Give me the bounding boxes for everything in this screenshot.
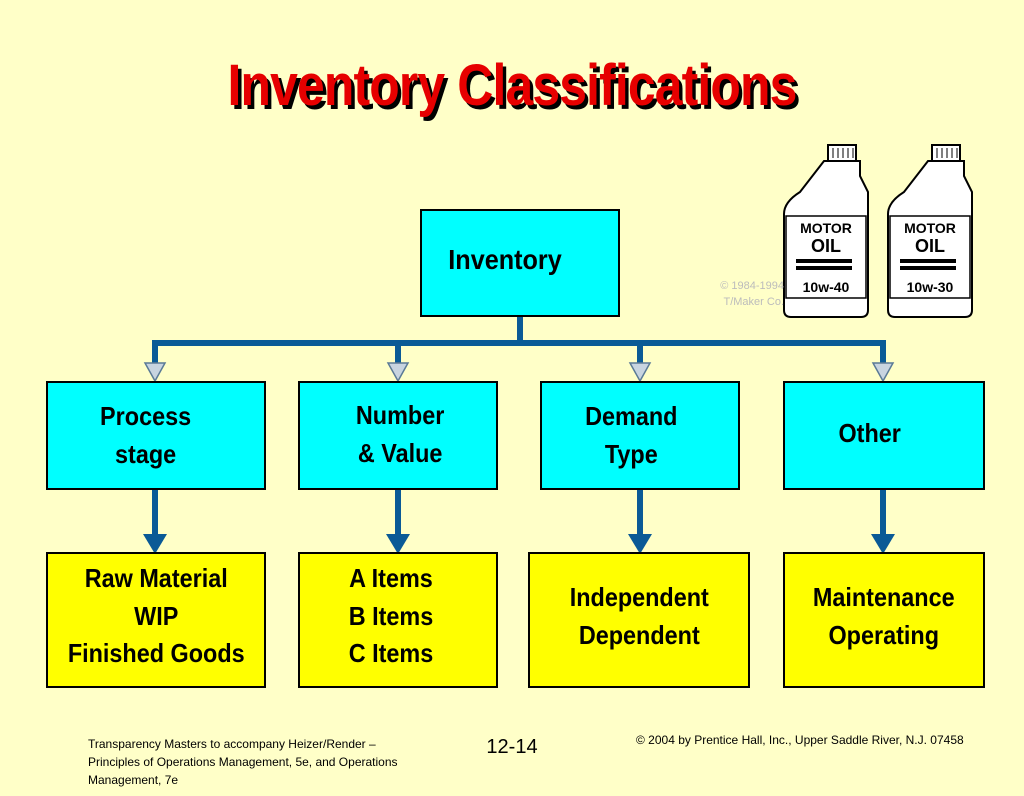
- items-box-demand-type: Independent Dependent: [528, 552, 750, 688]
- category-label: Demand Type: [584, 400, 678, 469]
- category-box-number-value: Number & Value: [298, 381, 498, 490]
- category-box-demand-type: Demand Type: [540, 381, 740, 490]
- footer-source-note: Transparency Masters to accompany Heizer…: [88, 737, 398, 787]
- category-label: Number & Value: [355, 399, 445, 468]
- motor-oil-bottles-clipart: MOTOR OIL 10w-40 MOTOR OIL 10w-30: [783, 144, 973, 318]
- footer-copyright: © 2004 by Prentice Hall, Inc., Upper Sad…: [636, 733, 964, 747]
- items-box-number-value: A Items B Items C Items: [298, 552, 498, 688]
- arrowhead-7: [628, 534, 652, 554]
- category-box-other: Other: [783, 381, 985, 490]
- bottle-text-oil: OIL: [915, 236, 945, 256]
- arrowhead-4: [871, 362, 895, 383]
- motor-oil-bottle-icon: MOTOR OIL 10w-30: [887, 144, 973, 318]
- items-list: Independent Dependent: [569, 582, 709, 650]
- items-list: A Items B Items C Items: [348, 563, 434, 669]
- arrowhead-8: [871, 534, 895, 554]
- bottle-text-motor: MOTOR: [904, 220, 956, 236]
- items-box-other: Maintenance Operating: [783, 552, 985, 688]
- bottle-text-grade: 10w-40: [803, 279, 850, 295]
- motor-oil-bottle-icon: MOTOR OIL 10w-40: [783, 144, 869, 318]
- category-label: Process stage: [100, 400, 192, 469]
- clipart-credit: © 1984-1994 T/Maker Co.: [720, 280, 784, 308]
- bottle-text-grade: 10w-30: [907, 279, 954, 295]
- bottle-text-oil: OIL: [811, 236, 841, 256]
- items-box-process-stage: Raw Material WIP Finished Goods: [46, 552, 266, 688]
- inventory-root-label: Inventory: [448, 243, 562, 275]
- items-list: Raw Material WIP Finished Goods: [67, 563, 245, 669]
- items-list: Maintenance Operating: [813, 582, 955, 650]
- arrowhead-3: [628, 362, 652, 383]
- arrowhead-5: [143, 534, 167, 554]
- category-label: Other: [838, 417, 902, 448]
- category-box-process-stage: Process stage: [46, 381, 266, 490]
- page-number: 12-14: [486, 736, 538, 758]
- arrowhead-2: [386, 362, 410, 383]
- page-title: Inventory Classifications: [227, 53, 798, 118]
- inventory-root-box: Inventory: [420, 209, 620, 317]
- bottle-text-motor: MOTOR: [800, 220, 852, 236]
- arrowhead-1: [143, 362, 167, 383]
- arrowhead-6: [386, 534, 410, 554]
